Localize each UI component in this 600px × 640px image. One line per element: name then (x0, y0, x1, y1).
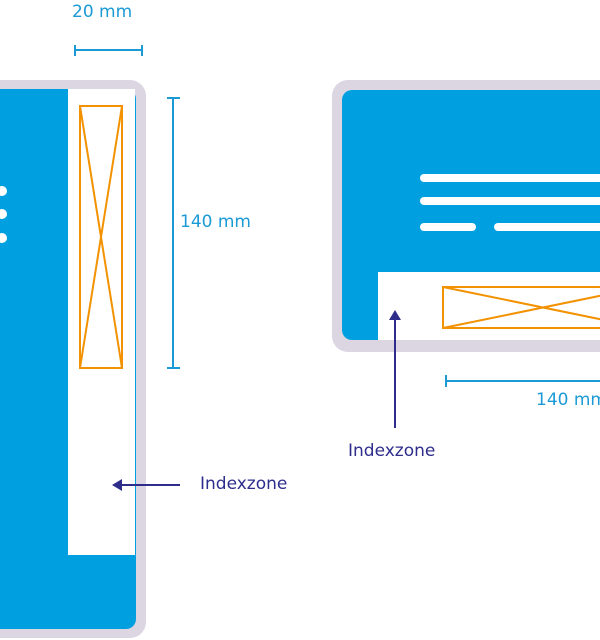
label-placeholder-left (79, 105, 123, 369)
indexzone-label-left: Indexzone (200, 474, 288, 494)
dimension-line-140mm-vertical (167, 97, 180, 369)
landscape-card (332, 80, 600, 352)
text-lines (420, 174, 600, 231)
bullet-dot (0, 209, 7, 219)
bullet-dot (0, 233, 7, 243)
arrow-indexzone-left (112, 479, 180, 491)
bullet-dot (0, 186, 7, 196)
dimension-line-20mm (74, 45, 143, 56)
arrow-indexzone-right (389, 310, 401, 428)
width-label-140mm: 140 mm (536, 390, 600, 410)
width-label-20mm: 20 mm (72, 2, 133, 22)
height-label-140mm: 140 mm (180, 212, 251, 232)
dimension-line-140mm-horizontal (445, 375, 600, 387)
index-zone-right (378, 272, 600, 340)
indexzone-label-right: Indexzone (348, 441, 436, 461)
portrait-card (0, 80, 146, 638)
label-placeholder-right (442, 286, 600, 329)
